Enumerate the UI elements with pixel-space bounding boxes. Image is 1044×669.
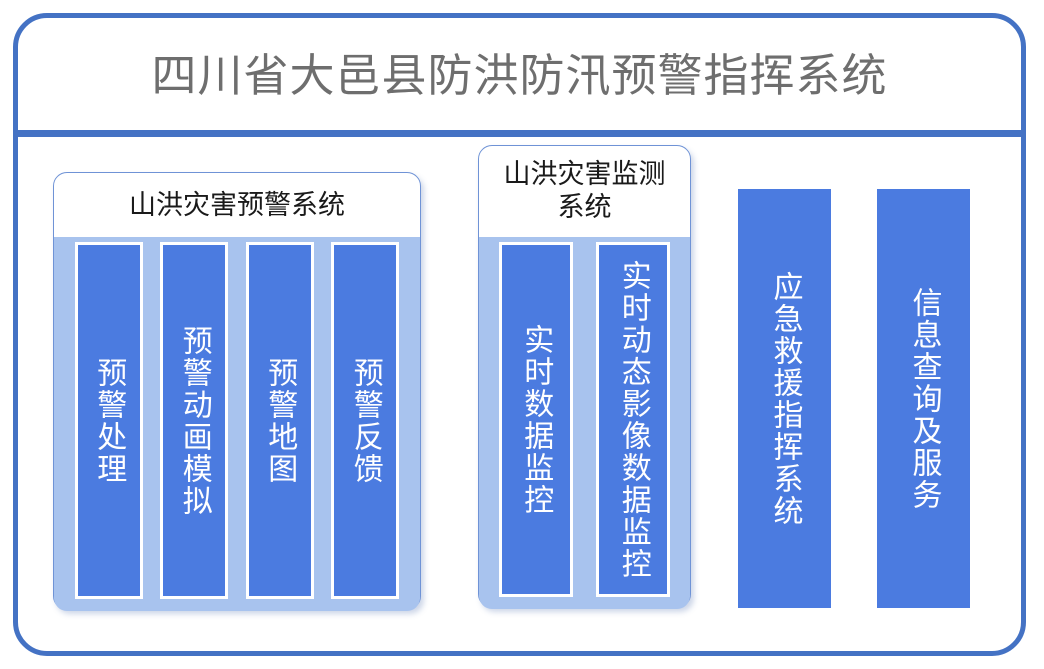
panel-monitoring-system-title: 山洪灾害监测系统 (503, 159, 666, 223)
column-information-query-and-service[interactable]: 信息查询及服务 (877, 189, 970, 608)
column-realtime-dynamic-image-data-monitoring[interactable]: 实时动态影像数据监控 (596, 242, 671, 597)
panel-monitoring-system[interactable]: 山洪灾害监测系统 实时数据监控 实时动态影像数据监控 (478, 145, 691, 609)
column-warning-animation-simulation[interactable]: 预警动画模拟 (160, 242, 229, 599)
title-divider (18, 130, 1026, 137)
column-warning-feedback[interactable]: 预警反馈 (331, 242, 400, 599)
column-emergency-rescue-command-system[interactable]: 应急救援指挥系统 (738, 189, 831, 608)
column-realtime-data-monitoring[interactable]: 实时数据监控 (498, 242, 573, 597)
panel-warning-system[interactable]: 山洪灾害预警系统 预警处理 预警动画模拟 预警地图 预警反馈 (53, 172, 421, 611)
panel-monitoring-system-body: 实时数据监控 实时动态影像数据监控 (479, 237, 690, 609)
column-warning-processing[interactable]: 预警处理 (74, 242, 143, 599)
column-warning-map[interactable]: 预警地图 (245, 242, 314, 599)
page-title: 四川省大邑县防洪防汛预警指挥系统 (151, 49, 888, 102)
panel-warning-system-body: 预警处理 预警动画模拟 预警地图 预警反馈 (54, 237, 420, 611)
outer-frame-border (13, 13, 1026, 656)
header-band: 四川省大邑县防洪防汛预警指挥系统 (18, 18, 1021, 133)
panel-warning-system-title: 山洪灾害预警系统 (129, 190, 345, 221)
